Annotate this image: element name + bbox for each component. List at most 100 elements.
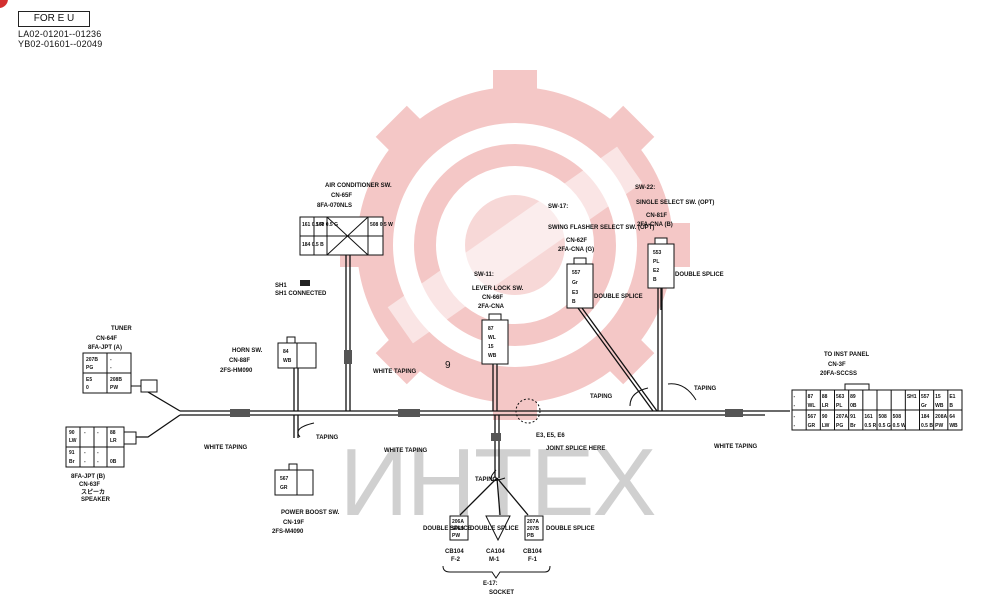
svg-text:207B: 207B [527, 526, 539, 532]
inst-panel-pin: 0.5 B [921, 423, 933, 429]
svg-text:2FS-HM090: 2FS-HM090 [220, 368, 253, 374]
svg-text:8FA-JPT (B): 8FA-JPT (B) [71, 474, 105, 480]
inst-panel-pin: WB [935, 403, 944, 409]
lever-lock-connector: SW-11: LEVER LOCK SW. CN-66F 2FA-CNA 87 … [472, 272, 524, 365]
svg-text:91: 91 [69, 450, 75, 456]
svg-text:-: - [110, 357, 112, 363]
region-box: FOR E U [18, 11, 90, 27]
air-conditioner-connector: AIR CONDITIONER SW. CN-65F 8FA-070NLS 16… [275, 183, 393, 297]
inst-panel-pin: 91 [850, 414, 856, 420]
tuner-connector: TUNER CN-64F 8FA-JPT (A) 207B PG E5 0 20… [82, 326, 158, 394]
svg-text:PL: PL [653, 259, 659, 265]
svg-text:184 0.5 B: 184 0.5 B [302, 242, 324, 248]
inst-panel-pin: PL [836, 403, 842, 409]
svg-text:TAPING: TAPING [694, 386, 717, 392]
inst-panel-pin: WL [808, 403, 816, 409]
svg-text:PW: PW [452, 533, 460, 539]
inst-panel-pin: LW [822, 423, 830, 429]
svg-text:0B: 0B [110, 459, 117, 465]
single-select-connector: SW-22: SINGLE SELECT SW. (OPT) CN-81F 2F… [635, 185, 724, 289]
svg-text:AIR CONDITIONER SW.: AIR CONDITIONER SW. [325, 183, 392, 189]
svg-text:8FA-JPT (A): 8FA-JPT (A) [88, 345, 122, 351]
svg-text:2FA-CNA (G): 2FA-CNA (G) [558, 247, 594, 253]
svg-text:WHITE TAPING: WHITE TAPING [373, 369, 417, 375]
socket-cb104-f2: 206A 566B PW DOUBLE SPLICE CB104 F-2 [423, 515, 472, 563]
svg-text:2FA-CNA (B): 2FA-CNA (B) [637, 222, 673, 228]
socket-cb104-f1: 207A 207B PB DOUBLE SPLICE CB104 F-1 [523, 515, 595, 563]
inst-panel-pin: B [949, 403, 953, 409]
svg-text:WHITE TAPING: WHITE TAPING [204, 445, 248, 451]
svg-text:CN-66F: CN-66F [482, 295, 503, 301]
inst-panel-pin: - [794, 414, 796, 420]
inst-panel-pin: 0.5 W [893, 423, 906, 429]
svg-text:566B: 566B [452, 526, 464, 532]
svg-text:2FA-CNA: 2FA-CNA [478, 304, 505, 310]
svg-text:DOUBLE SPLICE: DOUBLE SPLICE [675, 272, 724, 278]
power-boost-connector: 567 GR POWER BOOST SW. CN-19F 2FS-M4090 [272, 463, 340, 535]
svg-text:84: 84 [283, 349, 289, 355]
inst-panel-pin: - [794, 403, 796, 409]
svg-text:F-2: F-2 [451, 557, 461, 563]
svg-text:WB: WB [283, 358, 292, 364]
svg-text:スピーカ: スピーカ [81, 488, 105, 496]
inst-panel-pin: WB [949, 423, 958, 429]
svg-text:PW: PW [110, 385, 118, 391]
svg-text:WL: WL [488, 335, 496, 341]
watermark-gear-icon [340, 70, 690, 420]
svg-text:B: B [653, 277, 657, 283]
svg-text:-: - [84, 430, 86, 436]
svg-text:E2: E2 [653, 268, 659, 274]
swing-flasher-connector: SW-17: SWING FLASHER SELECT SW. (OPT) CN… [548, 204, 654, 309]
svg-text:88: 88 [110, 430, 116, 436]
svg-text:90: 90 [69, 430, 75, 436]
svg-text:SH1 CONNECTED: SH1 CONNECTED [275, 291, 327, 297]
inst-panel-pin: 161 [864, 414, 873, 420]
serial-range-1: LA02-01201--01236 [18, 29, 102, 39]
svg-text:CA104: CA104 [486, 549, 505, 555]
svg-text:0: 0 [86, 385, 89, 391]
svg-text:B: B [572, 299, 576, 305]
inst-panel-pin: 87 [808, 394, 814, 400]
svg-text:CN-63F: CN-63F [79, 482, 100, 488]
svg-text:DOUBLE SPLICE: DOUBLE SPLICE [470, 526, 519, 532]
svg-text:Br: Br [69, 459, 75, 465]
svg-text:SW-11:: SW-11: [474, 272, 494, 278]
svg-text:WHITE TAPING: WHITE TAPING [714, 444, 758, 450]
svg-text:207A: 207A [527, 519, 539, 525]
inst-panel-pin: PG [836, 423, 843, 429]
inst-panel-pin: 0.5 G [879, 423, 891, 429]
svg-text:LW: LW [69, 438, 77, 444]
inst-panel-pin: Br [850, 423, 856, 429]
joint-splice-sub: JOINT SPLICE HERE [546, 446, 605, 452]
wire-number: 9 [445, 360, 451, 371]
svg-text:-: - [97, 459, 99, 465]
svg-text:-: - [84, 459, 86, 465]
svg-text:2FS-M4090: 2FS-M4090 [272, 529, 304, 535]
inst-panel-pin: LR [822, 403, 829, 409]
inst-panel-pin: - [794, 423, 796, 429]
svg-text:SW-22:: SW-22: [635, 185, 655, 191]
inst-panel-pin: 89 [850, 394, 856, 400]
svg-text:LR: LR [110, 438, 117, 444]
taping-marks [230, 350, 743, 441]
svg-text:PG: PG [86, 365, 93, 371]
svg-text:DOUBLE SPLICE: DOUBLE SPLICE [423, 526, 472, 532]
svg-text:DOUBLE SPLICE: DOUBLE SPLICE [594, 294, 643, 300]
svg-text:CB104: CB104 [445, 549, 464, 555]
harness-lines [135, 255, 790, 516]
svg-text:553: 553 [653, 250, 662, 256]
inst-panel-pin: 508 [879, 414, 888, 420]
joint-splice-label: E3, E5, E6 [536, 433, 565, 439]
svg-text:-: - [84, 450, 86, 456]
svg-text:208B: 208B [110, 377, 122, 383]
taping-arrows [297, 383, 697, 482]
taping-labels: WHITE TAPING WHITE TAPING WHITE TAPING W… [204, 360, 758, 483]
svg-text:15: 15 [488, 344, 494, 350]
svg-text:TAPING: TAPING [590, 394, 613, 400]
svg-text:CB104: CB104 [523, 549, 542, 555]
svg-text:557: 557 [572, 270, 581, 276]
corner-mark [0, 0, 8, 8]
inst-panel-pin: Gr [921, 403, 927, 409]
